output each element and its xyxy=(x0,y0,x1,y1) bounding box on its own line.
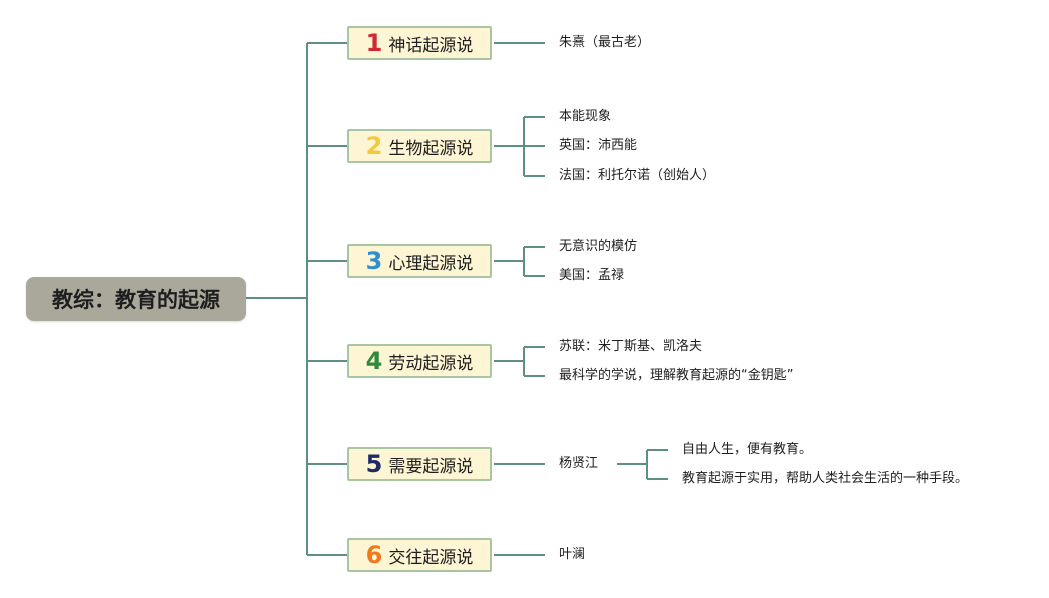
subleaf-topic[interactable]: 教育起源于实用，帮助人类社会生活的一种手段。 xyxy=(682,471,969,486)
branch-number: 6 xyxy=(365,541,383,569)
branch-number: 2 xyxy=(365,132,383,160)
branch-myth-origin[interactable]: 1 神话起源说 xyxy=(347,26,492,60)
branch-communication-origin[interactable]: 6 交往起源说 xyxy=(347,538,492,572)
leaf-connector xyxy=(494,346,545,377)
branch-label: 心理起源说 xyxy=(388,253,474,274)
leaf-topic[interactable]: 法国：利托尔诺（创始人） xyxy=(559,168,716,183)
leaf-topic[interactable]: 朱熹（最古老） xyxy=(559,35,651,50)
branch-label: 劳动起源说 xyxy=(388,353,474,374)
leaf-connector xyxy=(494,116,545,177)
branch-label: 神话起源说 xyxy=(388,35,474,56)
branch-number: 4 xyxy=(365,347,383,375)
branch-label: 交往起源说 xyxy=(388,547,474,568)
leaf-topic[interactable]: 美国：孟禄 xyxy=(559,268,625,283)
branch-need-origin[interactable]: 5 需要起源说 xyxy=(347,447,492,481)
leaf-topic[interactable]: 最科学的学说，理解教育起源的“金钥匙” xyxy=(559,368,794,383)
branch-biological-origin[interactable]: 2 生物起源说 xyxy=(347,129,492,163)
branch-number: 3 xyxy=(365,247,383,275)
branch-number: 1 xyxy=(365,29,383,57)
root-topic-label: 教综：教育的起源 xyxy=(52,288,220,312)
subleaf-connector xyxy=(617,449,668,480)
branch-psychological-origin[interactable]: 3 心理起源说 xyxy=(347,244,492,278)
root-topic[interactable]: 教综：教育的起源 xyxy=(26,277,246,321)
leaf-connector xyxy=(494,246,545,277)
leaf-topic[interactable]: 无意识的模仿 xyxy=(559,239,638,254)
leaf-topic[interactable]: 英国：沛西能 xyxy=(559,138,638,153)
leaf-topic[interactable]: 叶澜 xyxy=(559,547,586,562)
branch-number: 5 xyxy=(365,450,383,478)
branch-label: 需要起源说 xyxy=(388,456,474,477)
branch-label: 生物起源说 xyxy=(388,138,474,159)
leaf-topic[interactable]: 杨贤江 xyxy=(559,456,599,471)
branch-labor-origin[interactable]: 4 劳动起源说 xyxy=(347,344,492,378)
leaf-topic[interactable]: 本能现象 xyxy=(559,109,612,124)
leaf-topic[interactable]: 苏联：米丁斯基、凯洛夫 xyxy=(559,339,703,354)
subleaf-topic[interactable]: 自由人生，便有教育。 xyxy=(682,442,813,457)
